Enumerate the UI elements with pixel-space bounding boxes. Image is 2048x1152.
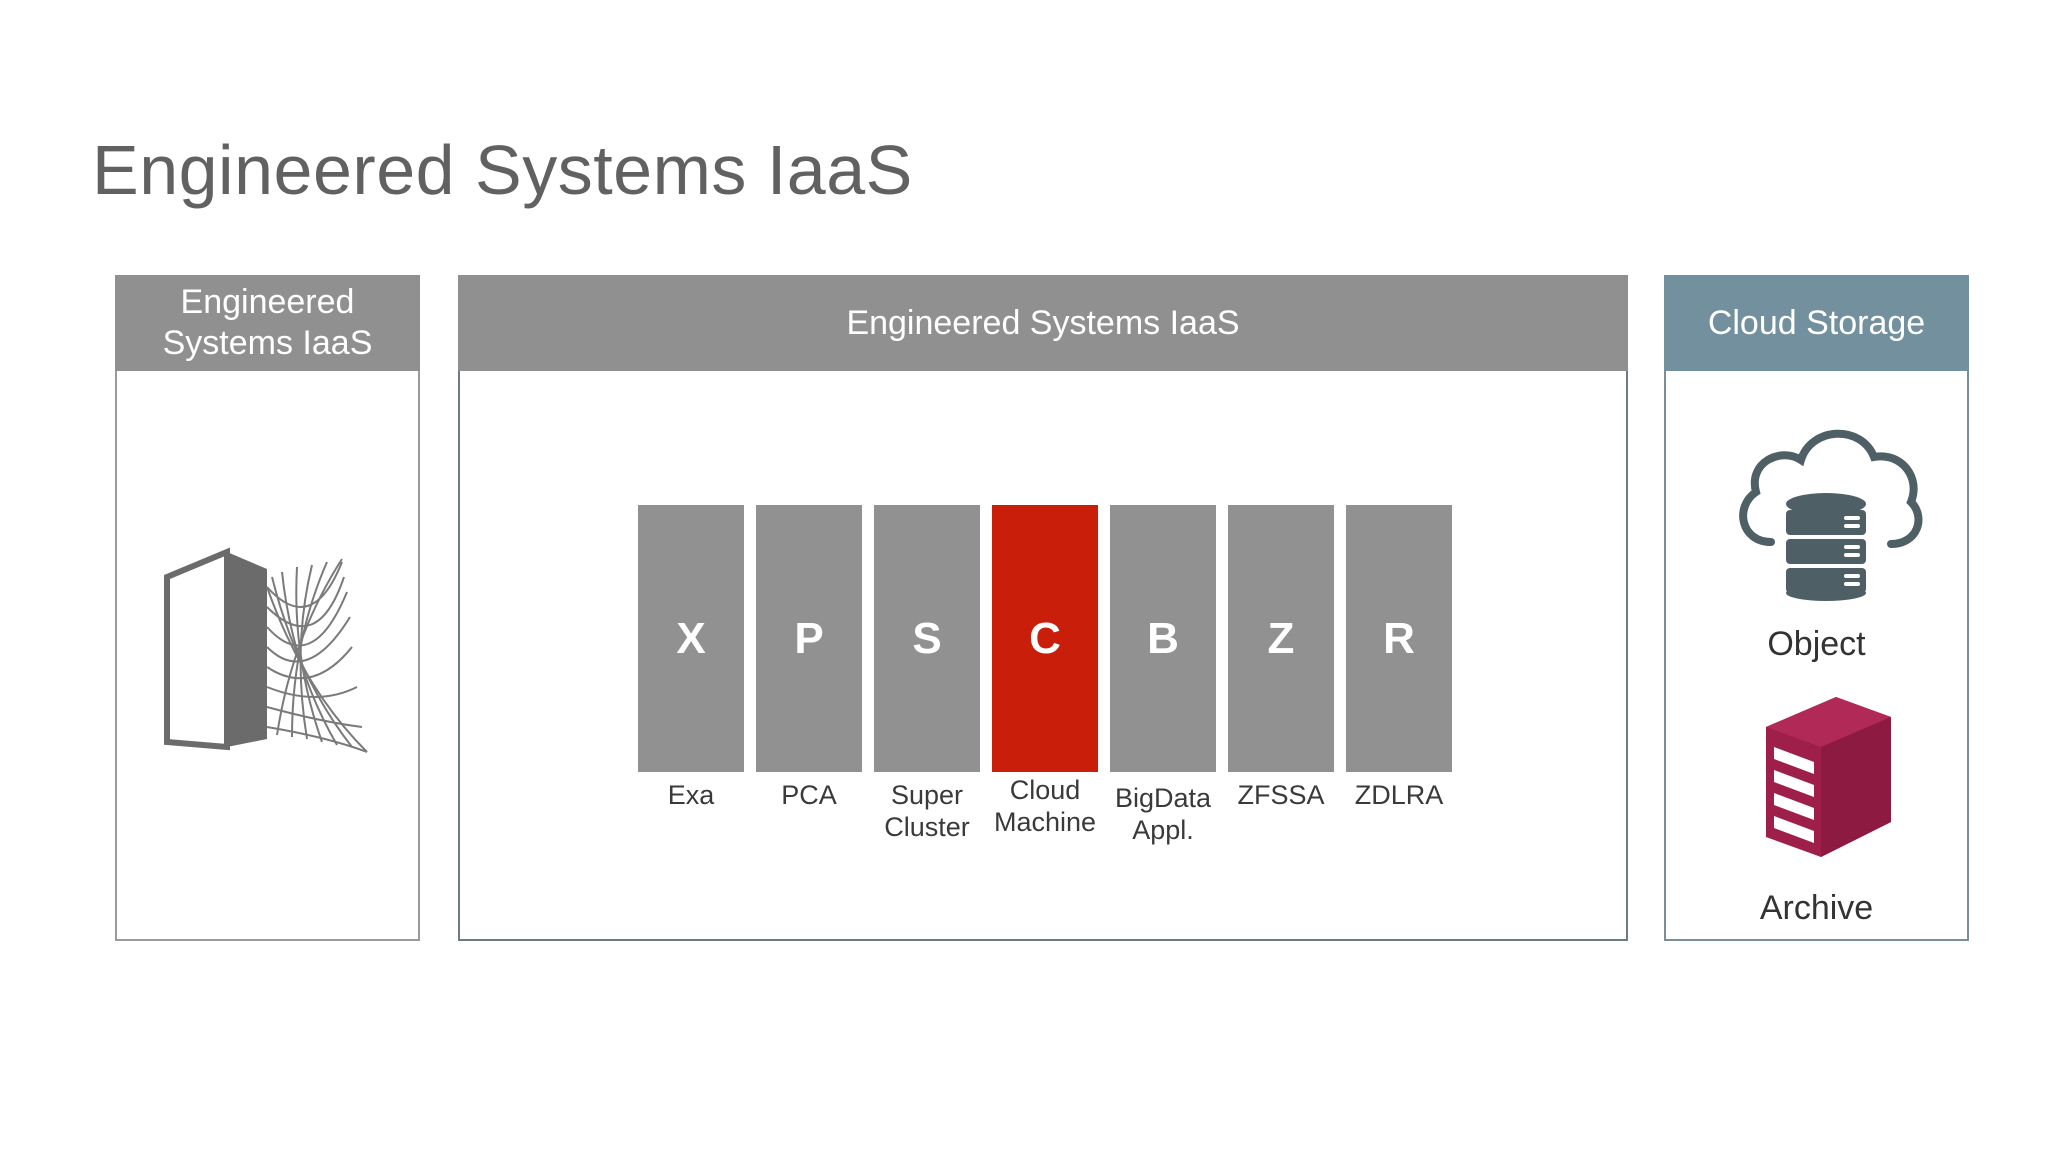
archive-box-icon: [1766, 697, 1891, 857]
archive-label: Archive: [1759, 889, 1874, 927]
tile-zfssa: Z: [1228, 505, 1334, 772]
left-panel-header-label: Engineered Systems IaaS: [162, 283, 373, 362]
tile-bigdata: B: [1110, 505, 1216, 772]
right-panel-header: Cloud Storage: [1664, 275, 1969, 371]
tile-cloud-machine: C: [992, 505, 1098, 772]
tile-exa: X: [638, 505, 744, 772]
right-panel-header-label: Cloud Storage: [1707, 303, 1926, 342]
tile-label-exa: Exa: [667, 780, 715, 810]
tile-label-cloud-machine: Cloud Machine: [993, 775, 1097, 838]
engineered-system-rack-icon: [164, 547, 368, 753]
middle-panel-header: Engineered Systems IaaS: [458, 275, 1628, 371]
cloud-database-icon: [1739, 429, 1923, 601]
tile-label-super-cluster: Super Cluster: [884, 780, 970, 843]
middle-panel-header-label: Engineered Systems IaaS: [846, 303, 1240, 342]
tile-letter: Z: [1267, 613, 1295, 663]
tile-letter: S: [912, 613, 942, 663]
tile-pca: P: [756, 505, 862, 772]
right-panel: Cloud Storage Object: [1664, 275, 1969, 941]
middle-panel: Engineered Systems IaaS X Exa P PCA S Su…: [458, 275, 1628, 941]
tile-label-pca: PCA: [781, 780, 837, 810]
tile-letter: P: [794, 613, 824, 663]
tile-label-zfssa: ZFSSA: [1237, 780, 1325, 810]
tile-letter: R: [1383, 613, 1415, 663]
left-panel: Engineered Systems IaaS: [115, 275, 420, 941]
tile-label-zdlra: ZDLRA: [1354, 780, 1444, 810]
left-panel-header: Engineered Systems IaaS: [115, 275, 420, 371]
page-title: Engineered Systems IaaS: [92, 131, 913, 209]
tile-letter: X: [676, 613, 706, 663]
tile-label-bigdata: BigData Appl.: [1114, 783, 1212, 846]
object-label: Object: [1767, 625, 1866, 663]
tile-letter: B: [1147, 613, 1179, 663]
tile-zdlra: R: [1346, 505, 1452, 772]
tile-super-cluster: S: [874, 505, 980, 772]
tile-letter: C: [1029, 613, 1061, 663]
